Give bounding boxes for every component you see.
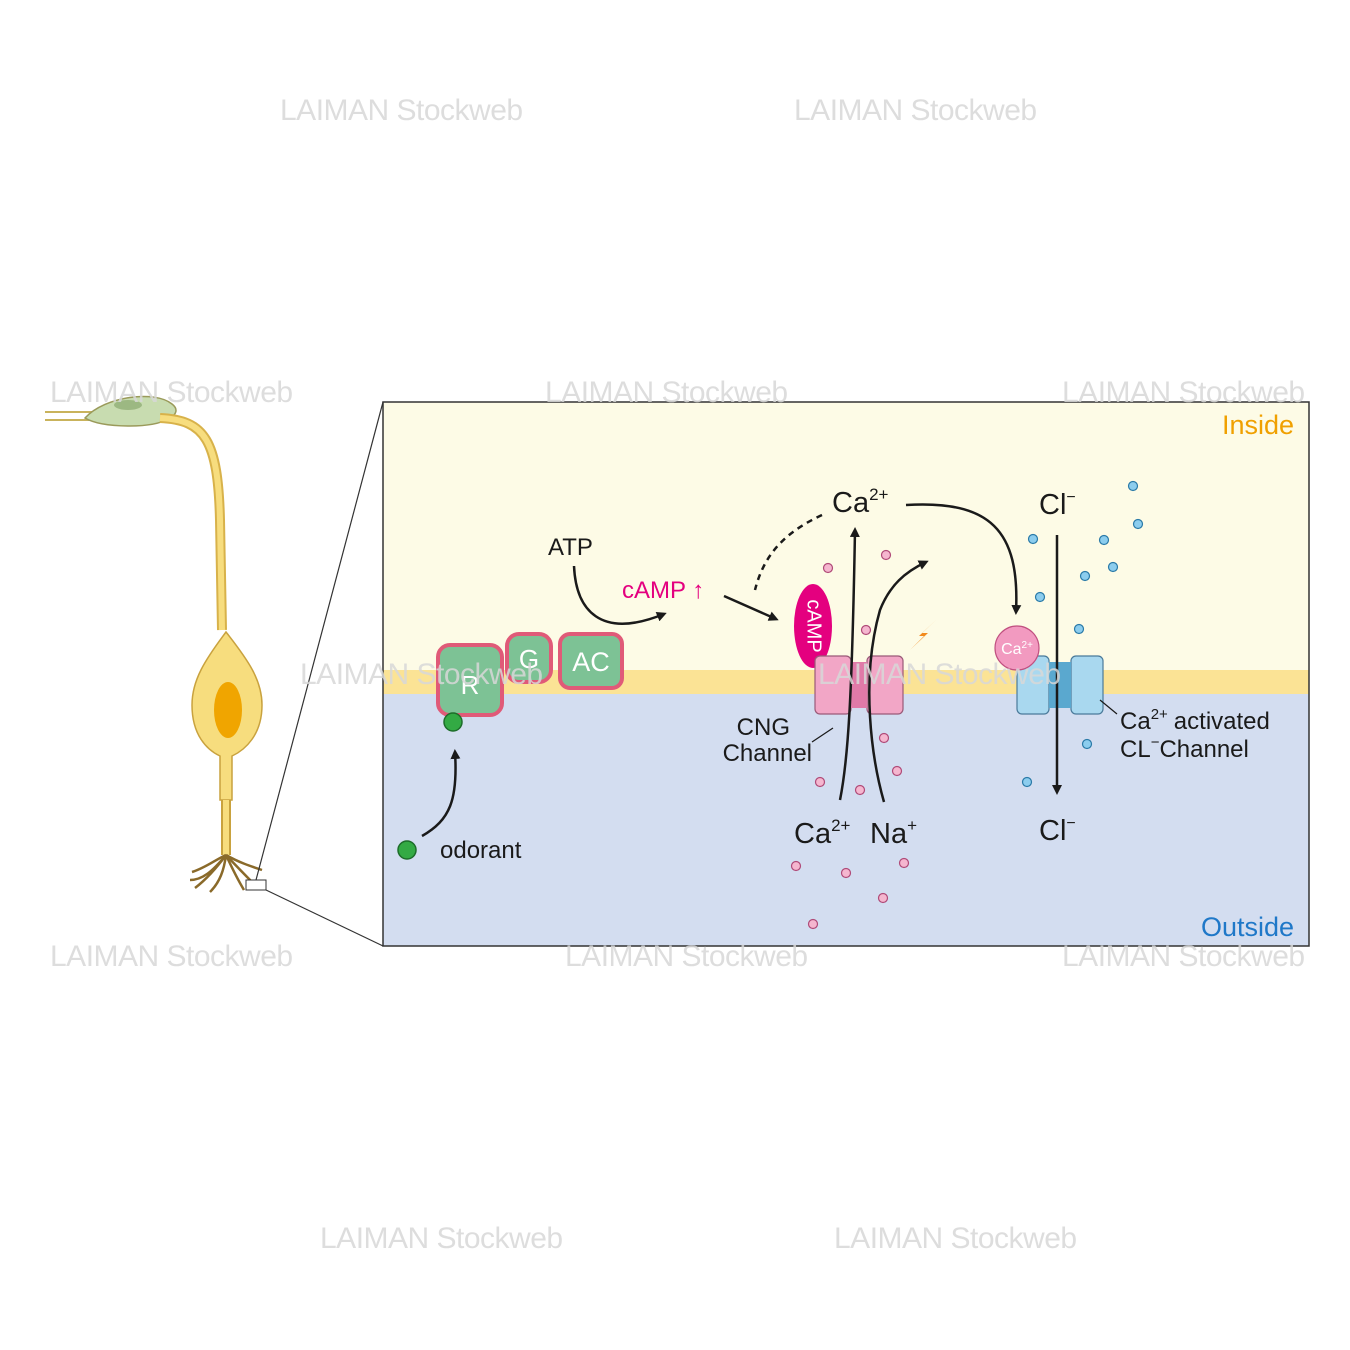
ca-ion-dot xyxy=(790,860,802,872)
g-protein xyxy=(505,632,553,684)
watermark: LAIMAN Stockweb xyxy=(1062,376,1305,409)
cl-ion-dot xyxy=(1021,776,1033,788)
cl-ion-dot xyxy=(1034,591,1046,603)
ca-activated-cl-channel: Ca2+ xyxy=(994,625,1104,715)
outside-region xyxy=(383,694,1309,946)
cl-ion-dot xyxy=(1081,738,1093,750)
watermark: LAIMAN Stockweb xyxy=(50,376,293,409)
inside-label: Inside xyxy=(1222,410,1294,440)
bound-odorant xyxy=(443,712,463,732)
camp-to-channel-arrow xyxy=(723,594,779,621)
cl-ion-dot xyxy=(1027,533,1039,545)
adenylyl-cyclase xyxy=(558,632,624,690)
ca-ion-dot xyxy=(860,624,872,636)
bound-camp xyxy=(794,584,832,668)
adenylyl-cyclase-label: AC xyxy=(572,647,610,677)
ca-ion-dot xyxy=(878,732,890,744)
watermark: LAIMAN Stockweb xyxy=(834,1222,1077,1255)
axon-terminals xyxy=(189,853,263,893)
watermark: LAIMAN Stockweb xyxy=(1062,940,1305,973)
bound-camp-label: cAMP xyxy=(803,599,825,652)
cl-inside-label: Cl− xyxy=(1039,489,1076,521)
watermark: LAIMAN Stockweb xyxy=(565,940,808,973)
receptor-label: R xyxy=(461,670,480,700)
ca-influx-arrow xyxy=(838,527,860,801)
zoom-region-marker xyxy=(245,879,267,891)
dendritic-knob xyxy=(83,395,177,427)
ca-ion-dot xyxy=(877,892,889,904)
camp-increase-label: cAMP ↑ xyxy=(622,577,704,604)
odorant-molecule xyxy=(397,840,417,860)
cng-channel-label-2: Channel xyxy=(723,740,812,767)
na-influx-arrow xyxy=(868,560,929,803)
ca-ion-dot xyxy=(822,562,834,574)
cl-ion-dot xyxy=(1073,623,1085,635)
outside-label: Outside xyxy=(1201,912,1294,942)
ca-ion-dot xyxy=(891,765,903,777)
olfactory-neuron-illustration xyxy=(45,395,384,947)
ca-activation-arrow xyxy=(905,503,1022,615)
cl-outside-label: Cl− xyxy=(1039,815,1076,847)
odorant-binding-arrow xyxy=(421,749,461,838)
g-protein-label: G xyxy=(519,644,539,674)
depolarization-spark-icon xyxy=(910,620,936,650)
ca-ion-dot xyxy=(814,776,826,788)
ca-ion-dot xyxy=(840,867,852,879)
receptor xyxy=(436,643,504,717)
ca-ion-dot xyxy=(880,549,892,561)
ca-ion-dot xyxy=(854,784,866,796)
cl-channel-label-2: CL−Channel xyxy=(1120,734,1249,763)
watermark: LAIMAN Stockweb xyxy=(545,376,788,409)
cl-ion-dot xyxy=(1079,570,1091,582)
cl-ion-dot xyxy=(1098,534,1110,546)
cl-ion-dot xyxy=(1132,518,1144,530)
inside-region xyxy=(383,402,1309,670)
watermark: LAIMAN Stockweb xyxy=(818,658,1061,691)
ca-ion-dots xyxy=(790,549,910,930)
bound-ca-ion xyxy=(994,625,1040,671)
cng-channel-label-1: CNG xyxy=(737,714,790,741)
cng-channel: cAMP xyxy=(794,584,904,715)
cl-ion-dot xyxy=(1107,561,1119,573)
watermark: LAIMAN Stockweb xyxy=(794,94,1037,127)
membrane-panel xyxy=(382,401,1310,947)
watermark: LAIMAN Stockweb xyxy=(50,940,293,973)
watermark: LAIMAN Stockweb xyxy=(280,94,523,127)
odorant-label: odorant xyxy=(440,837,522,864)
ca-ion-dot xyxy=(807,918,819,930)
ca-feedback-dashed-line xyxy=(753,513,823,591)
ca-ion-dot xyxy=(898,857,910,869)
ca-inside-label: Ca2+ xyxy=(832,485,889,519)
watermark: LAIMAN Stockweb xyxy=(300,658,543,691)
bound-ca-label: Ca2+ xyxy=(1001,640,1033,658)
cl-ion-dot xyxy=(1127,480,1139,492)
cl-channel-label-1: Ca2+activated xyxy=(1120,706,1270,735)
cl-ion-dots xyxy=(1021,480,1144,788)
nucleus xyxy=(214,682,242,738)
na-outside-label: Na+ xyxy=(870,816,917,850)
atp-label: ATP xyxy=(548,534,593,561)
ca-outside-label: Ca2+ xyxy=(794,816,851,850)
atp-conversion-arrow xyxy=(572,565,667,625)
watermark: LAIMAN Stockweb xyxy=(320,1222,563,1255)
receptor-complex: R G AC xyxy=(436,632,624,732)
